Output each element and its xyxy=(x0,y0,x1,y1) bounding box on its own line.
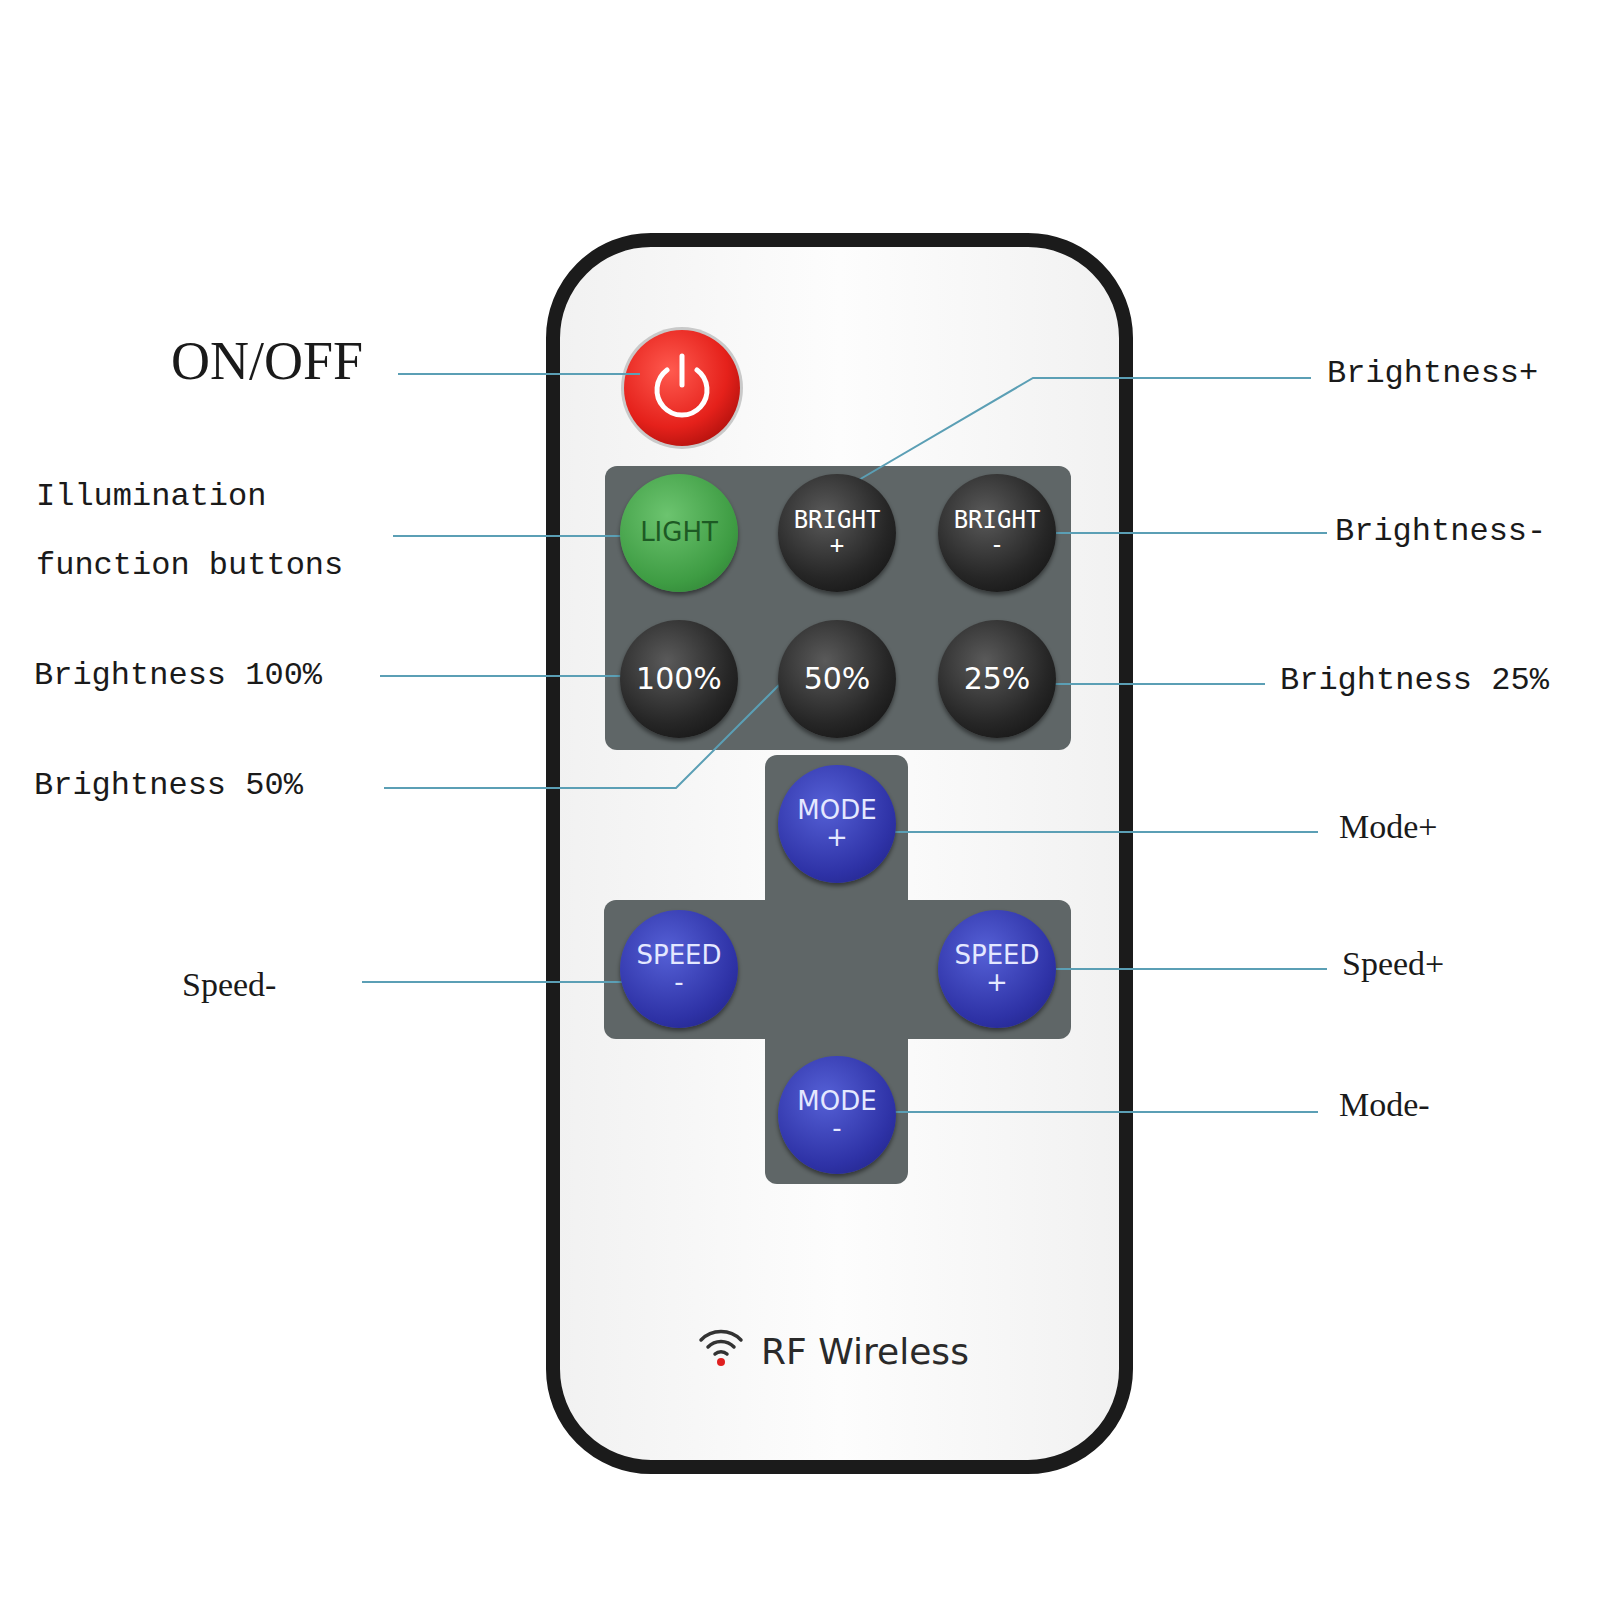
callout-label: Speed+ xyxy=(1342,945,1444,982)
remote-housing xyxy=(553,240,1126,1467)
callout-label: Brightness 100% xyxy=(34,658,322,693)
remote-button: 25% xyxy=(938,620,1056,738)
callout-label: ON/OFF xyxy=(171,332,363,391)
button-panel xyxy=(605,466,1071,750)
callout-label: Speed- xyxy=(182,966,276,1003)
remote-button: SPEED + xyxy=(938,910,1056,1028)
remote-button: BRIGHT + xyxy=(778,474,896,592)
button-label: BRIGHT + xyxy=(791,508,883,558)
remote-button: LIGHT xyxy=(620,474,738,592)
button-label: SPEED - xyxy=(633,942,725,997)
callout-label: Brightness 25% xyxy=(1280,663,1549,698)
wireless-icon xyxy=(701,1332,741,1366)
callout-label: Brightness+ xyxy=(1327,356,1538,391)
callout-label: Illumination function buttons xyxy=(36,462,376,600)
callout-label: Brightness- xyxy=(1335,514,1546,549)
remote-button: BRIGHT - xyxy=(938,474,1056,592)
cross-panel xyxy=(604,900,1071,1039)
button-label: 100% xyxy=(636,663,722,695)
remote-body: RF Wireless LIGHT BRIGHT + BRIGHT - 100% 50% 2… xyxy=(546,233,1133,1474)
button-label: LIGHT xyxy=(640,519,718,546)
remote-button: 100% xyxy=(620,620,738,738)
remote-button: MODE + xyxy=(778,765,896,883)
callout-label: Brightness 50% xyxy=(34,768,303,803)
callout-label: Mode+ xyxy=(1339,808,1438,845)
remote-button: SPEED - xyxy=(620,910,738,1028)
remote-button: MODE - xyxy=(778,1056,896,1174)
remote-button: 50% xyxy=(778,620,896,738)
leader-line xyxy=(362,374,1327,1112)
button-label: 50% xyxy=(804,663,871,695)
brand-label: RF Wireless xyxy=(761,1332,969,1372)
button-label: SPEED + xyxy=(951,942,1043,997)
button-label: MODE - xyxy=(791,1088,883,1143)
callout-label: Mode- xyxy=(1339,1086,1430,1123)
power-button xyxy=(621,327,743,449)
button-label: 25% xyxy=(964,663,1031,695)
button-label: MODE + xyxy=(791,797,883,852)
button-label: BRIGHT - xyxy=(951,508,1043,558)
